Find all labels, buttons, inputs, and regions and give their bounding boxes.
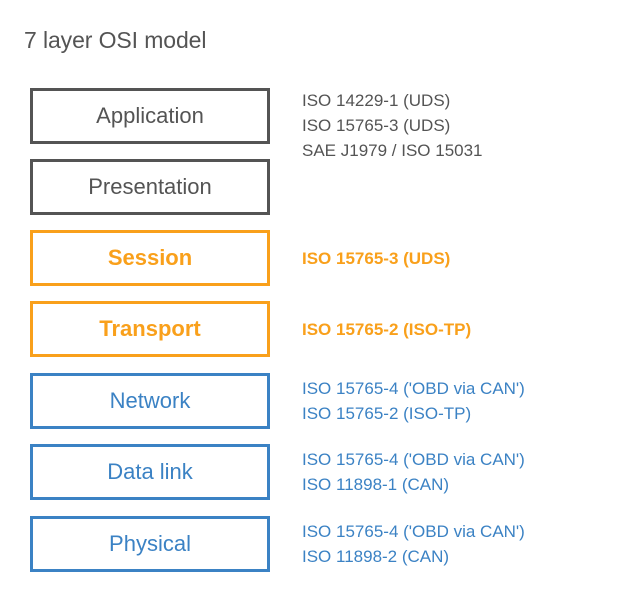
annotation-line: ISO 15765-2 (ISO-TP) xyxy=(302,404,472,423)
layer-label-presentation: Presentation xyxy=(88,174,212,199)
layer-row-application: Application ISO 14229-1 (UDS) ISO 15765-… xyxy=(0,88,630,160)
layer-row-transport: Transport ISO 15765-2 (ISO-TP) xyxy=(0,301,630,357)
annotation-line: ISO 11898-2 (CAN) xyxy=(302,547,450,566)
annotations-session: ISO 15765-3 (UDS) xyxy=(302,230,622,286)
layer-row-session: Session ISO 15765-3 (UDS) xyxy=(0,230,630,286)
layer-label-transport: Transport xyxy=(99,316,201,341)
annotation-line: ISO 15765-4 ('OBD via CAN') xyxy=(302,522,525,541)
layer-row-presentation: Presentation xyxy=(0,159,630,215)
annotation-line: ISO 15765-2 (ISO-TP) xyxy=(302,319,472,339)
layer-box-network[interactable]: Network xyxy=(30,373,270,429)
annotation-line: SAE J1979 / ISO 15031 xyxy=(302,141,483,160)
layer-row-network: Network ISO 15765-4 ('OBD via CAN') ISO … xyxy=(0,373,630,429)
layer-label-network: Network xyxy=(109,388,191,413)
layer-box-data-link[interactable]: Data link xyxy=(30,444,270,500)
layer-box-transport[interactable]: Transport xyxy=(30,301,270,357)
layer-row-physical: Physical ISO 15765-4 ('OBD via CAN') ISO… xyxy=(0,516,630,572)
layer-box-application[interactable]: Application xyxy=(30,88,270,144)
annotations-presentation xyxy=(302,159,622,215)
layer-label-session: Session xyxy=(107,245,193,270)
annotations-application: ISO 14229-1 (UDS) ISO 15765-3 (UDS) SAE … xyxy=(302,82,622,160)
annotations-network: ISO 15765-4 ('OBD via CAN') ISO 15765-2 … xyxy=(302,373,622,429)
layer-row-data-link: Data link ISO 15765-4 ('OBD via CAN') IS… xyxy=(0,444,630,500)
layer-box-physical[interactable]: Physical xyxy=(30,516,270,572)
layer-label-application: Application xyxy=(96,103,204,128)
annotation-line: ISO 14229-1 (UDS) xyxy=(302,91,451,110)
annotation-line: ISO 15765-3 (UDS) xyxy=(302,248,451,268)
layer-box-presentation[interactable]: Presentation xyxy=(30,159,270,215)
annotations-transport: ISO 15765-2 (ISO-TP) xyxy=(302,301,622,357)
layer-box-session[interactable]: Session xyxy=(30,230,270,286)
annotation-line: ISO 15765-4 ('OBD via CAN') xyxy=(302,379,525,398)
page-title: 7 layer OSI model xyxy=(24,27,207,53)
layer-label-data-link: Data link xyxy=(107,459,193,484)
annotation-line: ISO 11898-1 (CAN) xyxy=(302,475,450,494)
annotations-data-link: ISO 15765-4 ('OBD via CAN') ISO 11898-1 … xyxy=(302,444,622,500)
annotation-line: ISO 15765-4 ('OBD via CAN') xyxy=(302,450,525,469)
annotations-physical: ISO 15765-4 ('OBD via CAN') ISO 11898-2 … xyxy=(302,516,622,572)
annotation-line: ISO 15765-3 (UDS) xyxy=(302,116,451,135)
layer-label-physical: Physical xyxy=(109,531,191,556)
